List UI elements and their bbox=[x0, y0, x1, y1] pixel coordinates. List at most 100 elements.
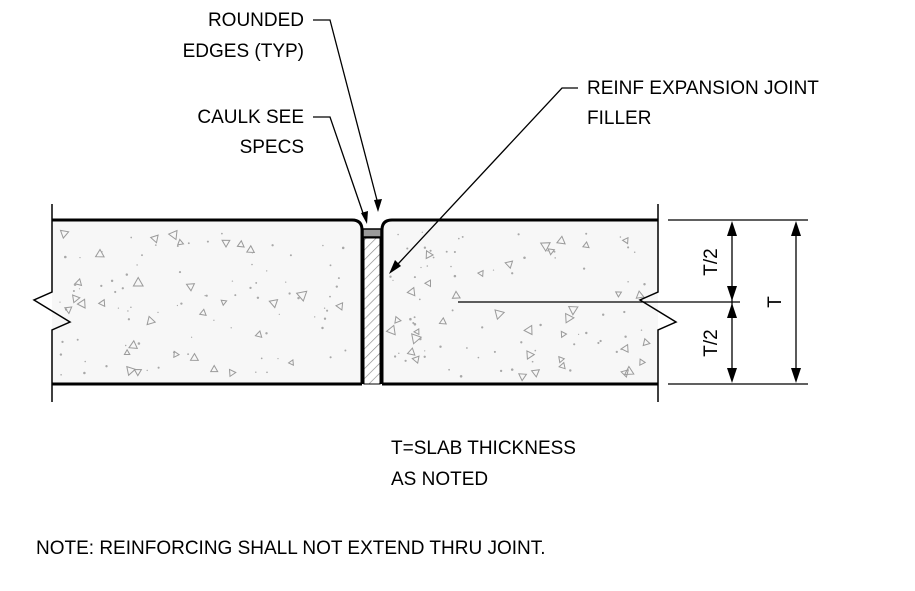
aggregate-speck bbox=[599, 339, 602, 343]
aggregate-speck bbox=[255, 371, 257, 373]
aggregate-speck bbox=[209, 364, 219, 373]
caulk-label-line1: CAULK SEE bbox=[197, 107, 304, 128]
aggregate-speck bbox=[154, 244, 157, 246]
aggregate-speck bbox=[451, 290, 461, 299]
aggregate-speck bbox=[110, 279, 114, 283]
joint-filler bbox=[363, 237, 381, 385]
aggregate-speck bbox=[149, 234, 159, 244]
aggregate-speck bbox=[124, 344, 127, 347]
aggregate-speck bbox=[260, 357, 263, 360]
aggregate-speck bbox=[569, 369, 572, 372]
aggregate-speck bbox=[245, 244, 256, 254]
aggregate-speck bbox=[565, 312, 575, 324]
half-thickness-bottom-label: T/2 bbox=[701, 329, 722, 356]
aggregate-speck bbox=[101, 251, 103, 253]
aggregate-speck bbox=[424, 350, 426, 352]
thickness-label: T bbox=[765, 296, 786, 308]
aggregate-speck bbox=[640, 329, 643, 331]
aggregate-speck bbox=[426, 265, 429, 267]
aggregate-speck bbox=[285, 281, 287, 283]
aggregate-speck bbox=[236, 239, 245, 248]
aggregate-speck bbox=[493, 350, 496, 353]
aggregate-speck bbox=[323, 317, 327, 320]
half-thickness-top-label: T/2 bbox=[701, 248, 722, 275]
aggregate-speck bbox=[176, 245, 179, 247]
aggregate-speck bbox=[627, 246, 630, 249]
aggregate-speck bbox=[423, 355, 426, 358]
aggregate-speck bbox=[185, 283, 196, 292]
aggregate-speck bbox=[581, 241, 590, 249]
aggregate-speck bbox=[578, 333, 580, 335]
aggregate-speck bbox=[79, 256, 81, 259]
aggregate-speck bbox=[510, 368, 514, 371]
aggregate-speck bbox=[187, 353, 190, 356]
aggregate-speck bbox=[190, 336, 193, 338]
aggregate-speck bbox=[105, 365, 108, 368]
rounded-edges-label-line2: EDGES (TYP) bbox=[183, 41, 304, 62]
aggregate-speck bbox=[412, 321, 415, 325]
aggregate-speck bbox=[466, 347, 468, 349]
aggregate-speck bbox=[413, 316, 416, 319]
caulk-bead bbox=[362, 228, 382, 238]
aggregate-speck bbox=[412, 328, 420, 336]
aggregate-speck bbox=[619, 236, 622, 238]
aggregate-speck bbox=[94, 248, 105, 258]
aggregate-speck bbox=[385, 324, 396, 336]
aggregate-speck bbox=[123, 348, 131, 355]
aggregate-speck bbox=[289, 254, 292, 257]
aggregate-speck bbox=[322, 244, 324, 247]
aggregate-speck bbox=[187, 242, 190, 245]
aggregate-speck bbox=[63, 306, 73, 315]
aggregate-speck bbox=[146, 369, 148, 372]
aggregate-speck bbox=[585, 331, 588, 335]
aggregate-speck bbox=[295, 290, 308, 302]
aggregate-speck bbox=[78, 288, 81, 290]
aggregate-speck bbox=[127, 318, 131, 321]
aggregate-speck bbox=[213, 319, 215, 321]
aggregate-speck bbox=[511, 272, 514, 275]
dimension-arrowheads bbox=[727, 221, 801, 383]
aggregate-speck bbox=[254, 330, 263, 338]
aggregate-speck bbox=[59, 229, 70, 240]
aggregate-speck bbox=[567, 305, 579, 316]
aggregate-speck bbox=[389, 275, 392, 278]
aggregate-speck bbox=[517, 373, 528, 382]
aggregate-speck bbox=[130, 236, 133, 239]
filler-label-line2: FILLER bbox=[587, 108, 651, 129]
aggregate-speck bbox=[421, 231, 423, 233]
break-lines bbox=[32, 204, 678, 402]
aggregate-speck bbox=[639, 358, 647, 367]
aggregate-speck bbox=[198, 308, 207, 317]
aggregate-speck bbox=[157, 366, 160, 369]
aggregate-speck bbox=[230, 327, 232, 329]
aggregate-speck bbox=[249, 286, 252, 290]
aggregate-speck bbox=[73, 283, 77, 286]
aggregate-speck bbox=[458, 237, 460, 240]
dimension-lines bbox=[668, 219, 808, 385]
aggregate-speck bbox=[620, 343, 629, 354]
aggregate-speck bbox=[620, 369, 630, 378]
aggregate-speck bbox=[61, 340, 64, 344]
aggregate-speck bbox=[74, 277, 83, 287]
aggregate-speck bbox=[531, 360, 534, 363]
aggregate-speck bbox=[481, 326, 484, 329]
aggregate-speck bbox=[288, 292, 291, 295]
aggregate-speck bbox=[453, 274, 457, 278]
aggregate-speck bbox=[287, 358, 294, 367]
aggregate-speck bbox=[411, 355, 420, 365]
aggregate-speck bbox=[439, 345, 442, 348]
aggregate-speck bbox=[459, 375, 463, 378]
aggregate-speck bbox=[504, 260, 514, 270]
aggregate-speck bbox=[255, 281, 258, 284]
aggregate-speck bbox=[523, 256, 526, 259]
aggregate-speck bbox=[547, 248, 556, 256]
aggregate-speck bbox=[204, 294, 206, 297]
aggregate-speck bbox=[136, 264, 138, 266]
aggregate-speck bbox=[560, 330, 568, 339]
aggregate-speck bbox=[425, 249, 435, 260]
aggregate-speck bbox=[180, 302, 183, 305]
aggregate-speck bbox=[189, 352, 200, 361]
aggregate-speck bbox=[84, 360, 86, 363]
aggregate-speck bbox=[585, 232, 588, 235]
